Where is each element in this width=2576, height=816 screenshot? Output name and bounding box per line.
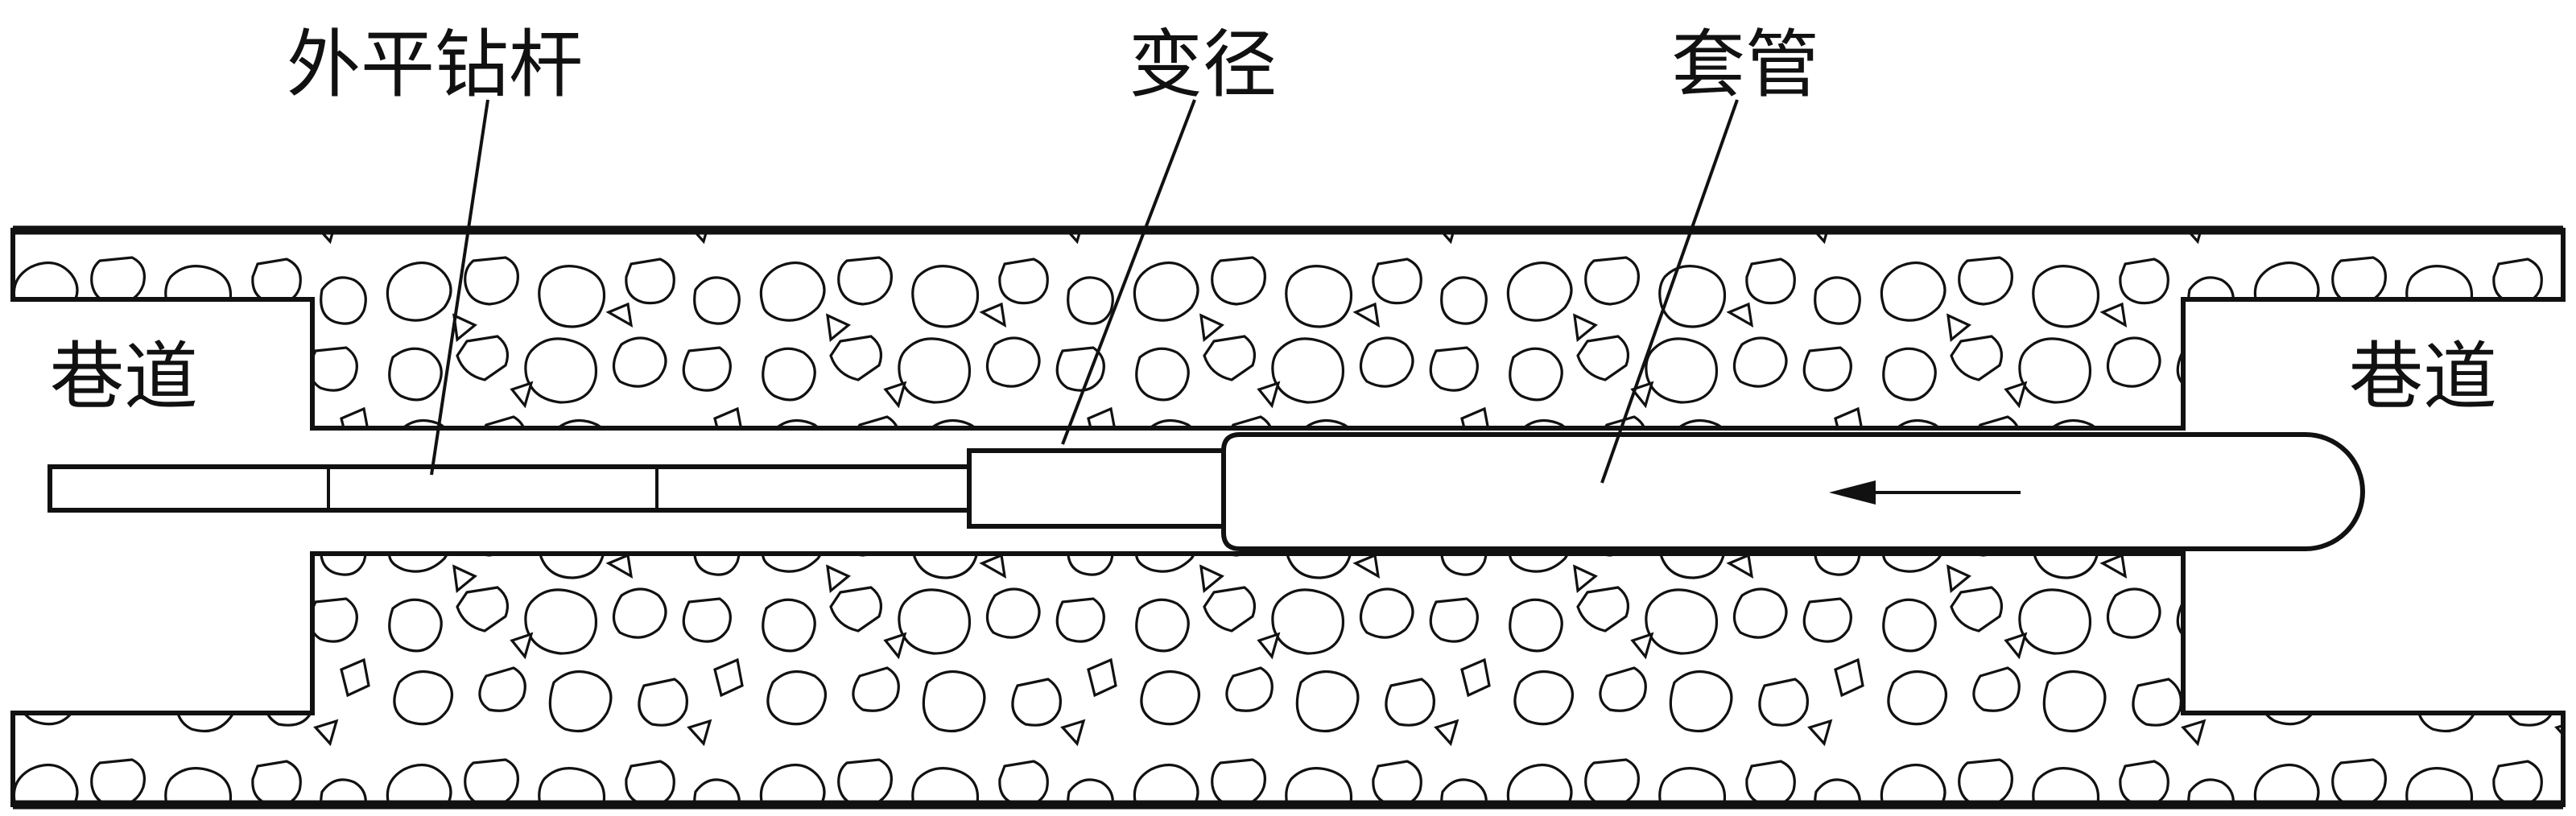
reducer-leader-line [1061, 99, 1196, 445]
upper-rock-band [10, 228, 2566, 431]
flow-direction-arrow [1829, 480, 2021, 505]
roadway-label-left: 巷道 [50, 336, 198, 418]
roadway-label-right: 巷道 [2349, 336, 2497, 418]
drill-rod-label: 外平钻杆 [287, 24, 583, 106]
drill-rod-leader-line [430, 99, 489, 476]
drill-rod [47, 464, 972, 513]
casing-label: 套管 [1671, 24, 1819, 106]
reducer-label: 变径 [1129, 24, 1277, 106]
casing [1221, 432, 2365, 551]
reducer [967, 448, 1226, 529]
lower-rock-band [10, 551, 2566, 807]
casing-leader-line [1600, 99, 1739, 484]
